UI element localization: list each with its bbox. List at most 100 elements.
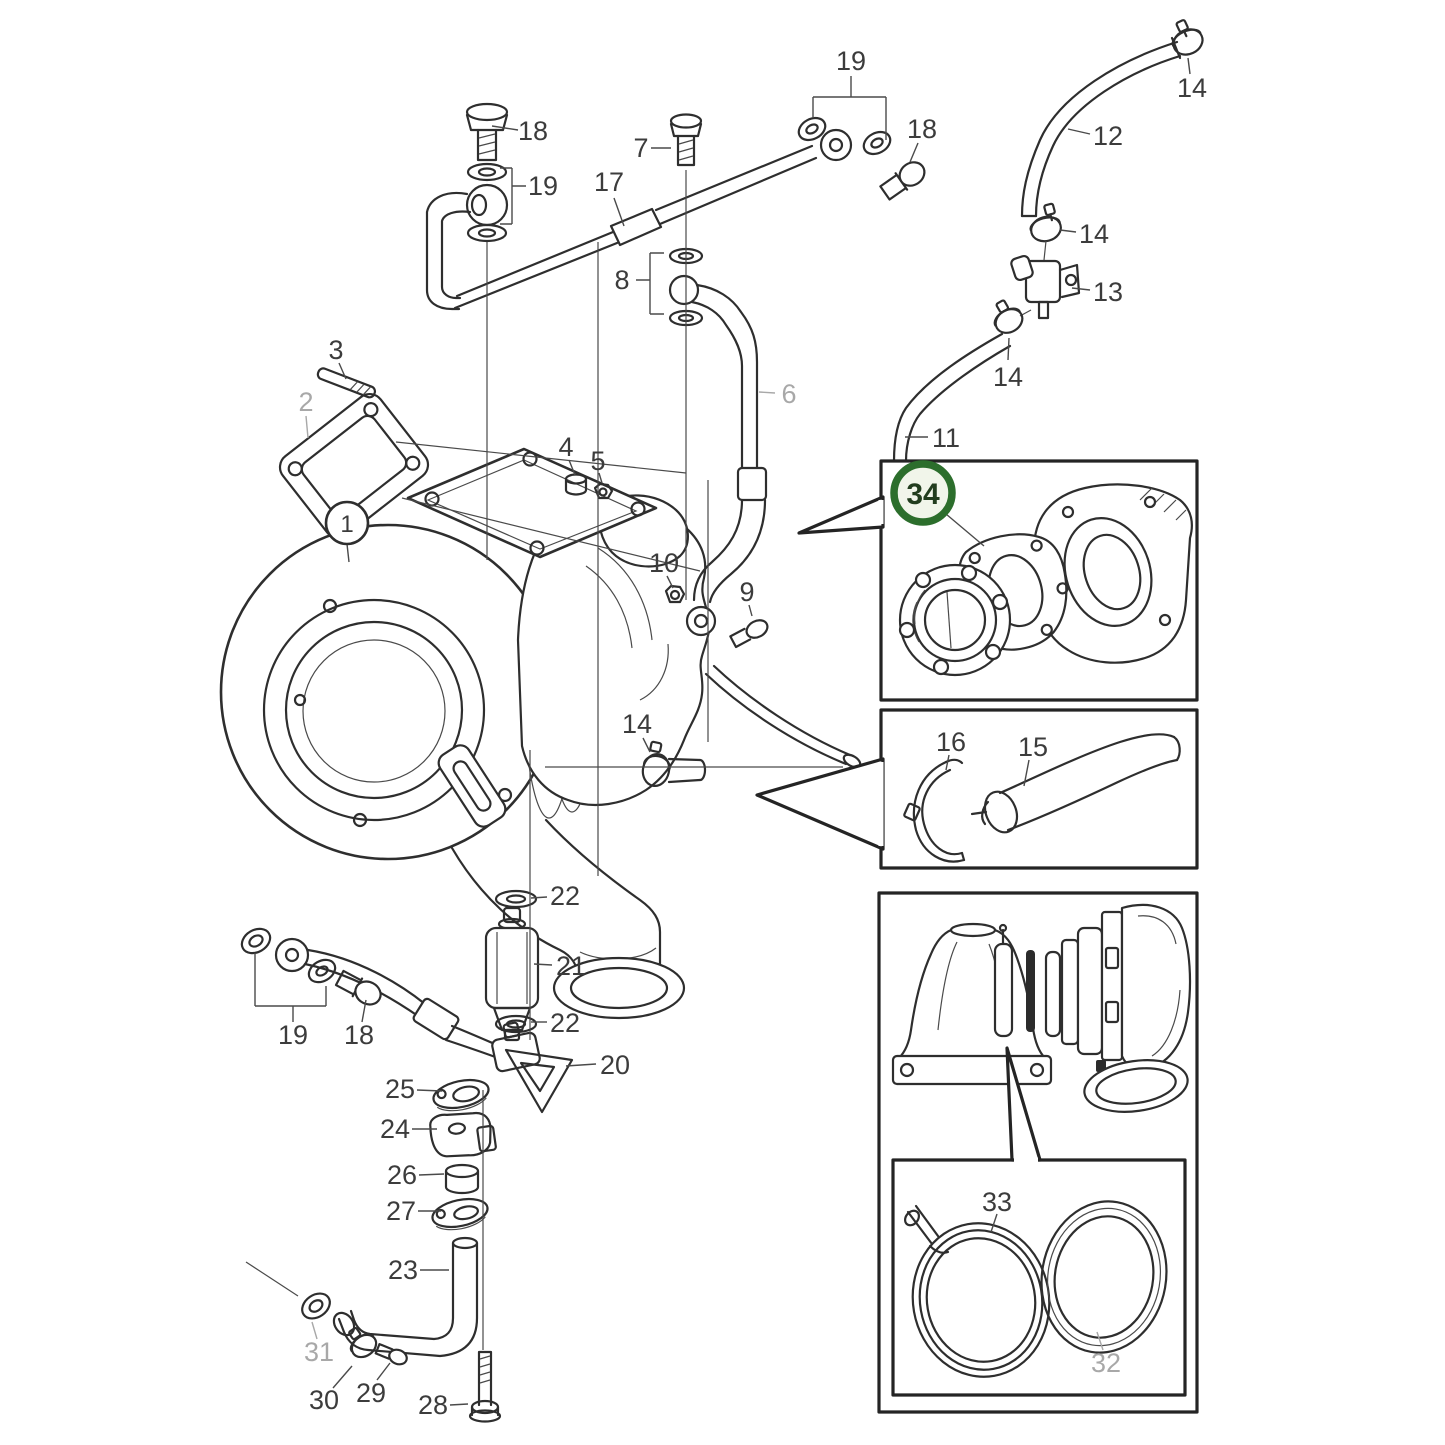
callout-26: 26 [387, 1160, 445, 1190]
callout-34-highlighted[interactable]: 34 [890, 460, 985, 547]
part-number: 30 [309, 1385, 339, 1415]
part-5-nut [593, 482, 614, 500]
callout-31: 31 [304, 1321, 334, 1367]
part-number: 19 [278, 1020, 308, 1050]
part-24-clamp-block [429, 1111, 497, 1158]
part-number: 34 [906, 478, 940, 511]
part-number: 22 [550, 881, 580, 911]
callout-23: 23 [388, 1255, 449, 1285]
callout-22-lower: 22 [531, 1008, 580, 1038]
part-number: 27 [386, 1196, 416, 1226]
part-20-oil-pipe [274, 937, 574, 1114]
callout-24: 24 [380, 1114, 437, 1144]
inset-detail-34 [797, 459, 1199, 702]
part-number: 4 [558, 432, 573, 462]
callout-18-bottom-left: 18 [344, 999, 374, 1050]
part-number: 9 [739, 577, 754, 607]
part-number: 14 [1177, 73, 1207, 103]
callout-27: 27 [386, 1196, 441, 1226]
part-number: 22 [550, 1008, 580, 1038]
part-number: 25 [385, 1074, 415, 1104]
inset-detail-hose-clamp [755, 708, 1199, 870]
part-7-banjo-bolt [669, 113, 703, 167]
part-19-washers-top-left [465, 162, 509, 243]
part-30-clamp [348, 1327, 378, 1359]
callout-14-top-right: 14 [1177, 57, 1207, 103]
callout-19-bottom-left: 19 [254, 953, 327, 1050]
inset-detail-turbo-core [877, 891, 1199, 1414]
assembly-line-31 [245, 1261, 299, 1297]
part-11-hose [704, 332, 1012, 769]
callout-6: 6 [758, 379, 797, 409]
part-12-hose [1020, 36, 1182, 218]
callout-33: 33 [982, 1187, 1012, 1233]
part-28-bolt [468, 1350, 502, 1423]
callout-11: 11 [905, 423, 960, 453]
part-32-seal-ring [1040, 1200, 1168, 1354]
part-number: 13 [1093, 277, 1123, 307]
callout-9: 9 [739, 577, 755, 617]
part-number: 12 [1093, 121, 1123, 151]
callout-12: 12 [1067, 121, 1123, 151]
part-number: 3 [328, 335, 343, 365]
part-1-turbocharger [219, 447, 711, 1020]
part-27-flange-gasket [431, 1197, 489, 1231]
callout-4: 4 [558, 432, 576, 476]
part-23-drain-pipe [332, 1236, 479, 1358]
part-number: 10 [649, 548, 679, 578]
part-number: 19 [836, 46, 866, 76]
callout-17: 17 [594, 167, 625, 227]
callout-19-top-right: 19 [812, 46, 887, 140]
part-number: 18 [344, 1020, 374, 1050]
callout-21: 21 [533, 951, 586, 981]
part-26-bushing [444, 1163, 480, 1195]
part-number: 5 [590, 446, 605, 476]
part-number: 14 [993, 362, 1023, 392]
part-number: 23 [388, 1255, 418, 1285]
part-number: 29 [356, 1378, 386, 1408]
part-number: 14 [622, 709, 652, 739]
part-number: 32 [1091, 1348, 1121, 1378]
part-18-banjo-bolt-bottom-left [334, 969, 382, 1006]
part-number: 14 [1079, 219, 1109, 249]
part-29-stud [374, 1343, 408, 1366]
callout-5: 5 [590, 446, 606, 484]
callout-1-circled[interactable]: 1 [324, 500, 370, 563]
part-number: 19 [528, 171, 558, 201]
part-number: 1 [340, 511, 353, 538]
callout-22-upper: 22 [530, 881, 580, 911]
part-14-clamp-at-turbo [641, 740, 707, 787]
part-19-washers-top-right [797, 116, 892, 156]
callout-30: 30 [309, 1365, 353, 1415]
part-3-stud [316, 367, 377, 399]
part-13-solenoid-valve [1010, 240, 1081, 320]
part-number: 11 [932, 423, 960, 453]
flange-bolts [898, 564, 1009, 676]
part-4-nut [564, 473, 588, 496]
callout-2: 2 [298, 387, 314, 439]
callout-14-mid-right: 14 [1059, 219, 1109, 249]
part-number: 16 [936, 727, 966, 757]
callout-14-below-valve: 14 [993, 337, 1023, 392]
part-number: 6 [781, 379, 796, 409]
callout-7: 7 [633, 133, 671, 163]
part-22-washer-lower [494, 1014, 538, 1034]
callout-13: 13 [1071, 277, 1123, 307]
part-number: 31 [304, 1337, 334, 1367]
part-14-clamp-above-valve [1029, 202, 1062, 243]
part-number: 26 [387, 1160, 417, 1190]
callout-19-top-left: 19 [500, 167, 558, 225]
callout-3: 3 [328, 335, 347, 380]
callout-20: 20 [565, 1050, 630, 1080]
callout-16: 16 [936, 727, 966, 771]
part-number: 20 [600, 1050, 630, 1080]
part-number: 24 [380, 1114, 410, 1144]
part-17-oil-return-pipe [425, 128, 853, 311]
part-18-banjo-bolt-top-right [879, 161, 926, 201]
part-number: 15 [1018, 732, 1048, 762]
part-number: 21 [556, 951, 586, 981]
part-21-restrictor [484, 906, 540, 1042]
part-number: 18 [907, 114, 937, 144]
